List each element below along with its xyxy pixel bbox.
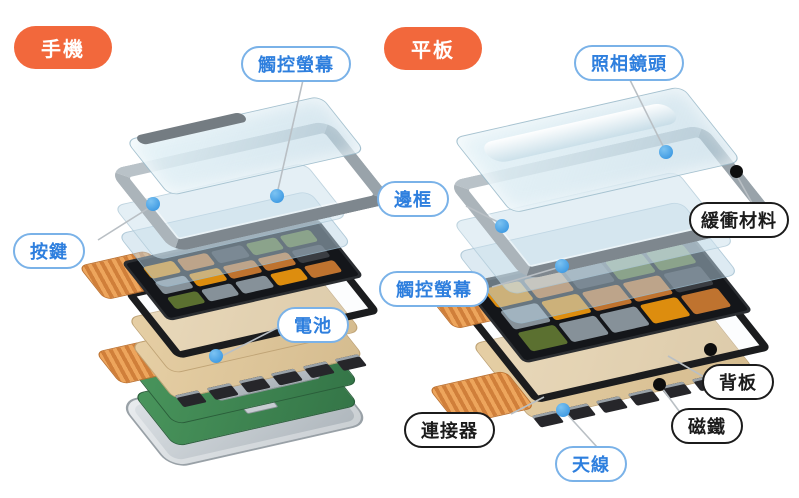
label-back-plate: 背板	[702, 364, 774, 400]
label-cushion-material: 緩衝材料	[689, 202, 789, 238]
camera-anchor-dot	[659, 145, 673, 159]
tablet-touchscreen-anchor-dot	[555, 259, 569, 273]
label-connector: 連接器	[404, 412, 495, 448]
label-phone-touchscreen: 觸控螢幕	[241, 46, 351, 82]
label-bezel: 邊框	[377, 181, 449, 217]
phone-glass-edge-band	[134, 111, 249, 146]
antenna-anchor-dot	[556, 403, 570, 417]
phone-section-badge: 手機	[14, 26, 112, 69]
magnet-dot-top	[704, 343, 717, 356]
tablet-glass-highlight	[478, 101, 682, 165]
label-camera: 照相鏡頭	[574, 45, 684, 81]
phone-touchscreen-anchor-dot	[270, 189, 284, 203]
label-magnet: 磁鐵	[671, 408, 743, 444]
magnet-dot-bottom	[653, 378, 666, 391]
label-battery: 電池	[277, 307, 349, 343]
tablet-section-badge: 平板	[384, 27, 482, 70]
battery-anchor-dot	[209, 349, 223, 363]
cushion-anchor-dot	[730, 165, 743, 178]
buttons-anchor-dot	[146, 197, 160, 211]
bezel-anchor-dot	[495, 219, 509, 233]
label-buttons: 按鍵	[13, 233, 85, 269]
label-antenna: 天線	[555, 446, 627, 482]
label-tablet-touchscreen: 觸控螢幕	[379, 271, 489, 307]
